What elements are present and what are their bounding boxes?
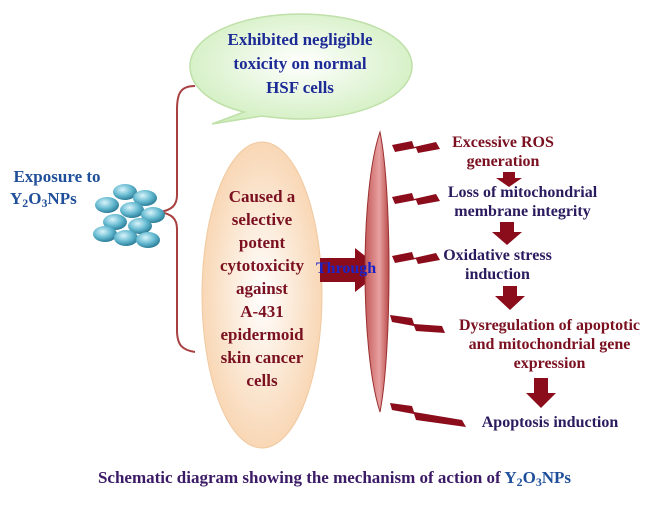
step-line: induction	[465, 266, 530, 283]
curly-bracket	[159, 85, 196, 353]
cytotoxicity-oval	[201, 141, 323, 449]
down-arrow-1	[496, 172, 522, 187]
oval-line: epidermoid	[220, 325, 304, 344]
step-mitochondrial-integrity: Loss of mitochondrial membrane integrity	[420, 183, 625, 221]
oval-line: potent	[238, 233, 286, 252]
oval-line: cytotoxicity	[219, 256, 305, 275]
exposure-nanoparticle-name: Y2O3NPs	[10, 189, 77, 210]
down-arrow-3	[495, 286, 525, 310]
lightning-arrow-3	[392, 252, 440, 264]
lightning-arrow-4	[390, 315, 445, 333]
step-line: Excessive ROS	[452, 134, 554, 151]
step-apoptosis-induction: Apoptosis induction	[455, 413, 645, 432]
oval-line: A-431	[240, 302, 284, 321]
down-arrow-2	[492, 222, 522, 245]
top-bubble-line: HSF cells	[266, 78, 334, 97]
exposure-line1: Exposure to	[13, 167, 101, 186]
vertical-bar	[364, 130, 390, 413]
oval-line: selective	[231, 210, 293, 229]
lightning-arrows	[390, 141, 466, 427]
lightning-arrow-2	[392, 193, 440, 205]
step-line: Dysregulation of apoptotic	[458, 317, 641, 334]
down-arrow-4	[526, 378, 556, 408]
step-ros-generation: Excessive ROS generation	[438, 133, 568, 171]
step-oxidative-stress: Oxidative stress induction	[425, 246, 570, 284]
step-line: and mitochondrial gene	[468, 336, 631, 353]
oval-line: Caused a	[228, 187, 296, 206]
flow-arrows	[492, 172, 556, 408]
oval-line: cells	[246, 371, 278, 390]
lightning-arrow-1	[392, 141, 440, 153]
oval-line: skin cancer	[220, 348, 304, 367]
step-line: Apoptosis induction	[481, 414, 619, 431]
figure-caption: Schematic diagram showing the mechanism …	[0, 467, 669, 493]
caption-nanoparticle-name: Y2O3NPs	[504, 468, 572, 489]
nanoparticle-cluster	[93, 184, 165, 248]
step-line: generation	[466, 153, 540, 170]
step-line: Oxidative stress	[443, 247, 552, 264]
top-bubble	[189, 13, 413, 125]
oval-line: against	[236, 279, 288, 298]
top-bubble-text: Exhibited negligible toxicity on normal …	[205, 28, 395, 100]
top-bubble-line: Exhibited negligible	[227, 30, 373, 49]
caption-text: Schematic diagram showing the mechanism …	[97, 468, 505, 487]
step-line: expression	[513, 355, 586, 372]
exposure-label: Exposure to Y2O3NPs	[2, 166, 112, 214]
top-bubble-line: toxicity on normal	[233, 54, 367, 73]
step-gene-dysregulation: Dysregulation of apoptotic and mitochond…	[437, 316, 662, 373]
step-line: membrane integrity	[454, 203, 591, 220]
step-line: Loss of mitochondrial	[447, 184, 598, 201]
cytotoxicity-text: Caused a selective potent cytotoxicity a…	[212, 185, 312, 392]
through-label: Through	[316, 260, 377, 277]
lightning-arrow-5	[390, 403, 466, 427]
